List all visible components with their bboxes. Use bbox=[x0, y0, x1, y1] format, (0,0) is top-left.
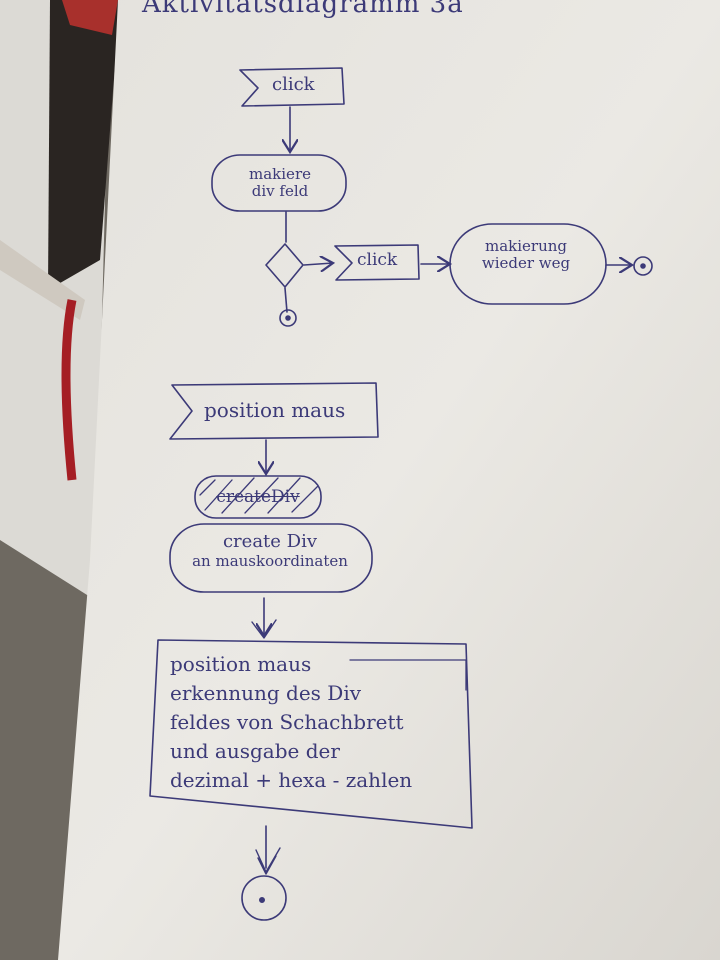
final-node-1-ring bbox=[279, 309, 297, 327]
action-markiere-label: makiere div feld bbox=[249, 165, 311, 201]
action-weg-line-1: makierung bbox=[484, 237, 568, 255]
final-node-2-ring bbox=[633, 256, 653, 276]
line-decision-to-end bbox=[284, 287, 288, 313]
box-underline-stroke bbox=[349, 659, 467, 691]
arrowhead-end bbox=[255, 847, 281, 875]
struck-action-shape bbox=[194, 475, 322, 519]
arrow-decision-to-click bbox=[303, 263, 333, 265]
position-line-4: und ausgabe der bbox=[170, 739, 340, 763]
action-weg-shape bbox=[449, 223, 607, 305]
book-cover-red bbox=[62, 0, 118, 35]
action-weg-line-2: wieder weg bbox=[481, 254, 571, 273]
signal-click-top-label: click bbox=[272, 74, 315, 95]
action-markiere-line-1: makiere bbox=[249, 165, 311, 183]
pen bbox=[0, 240, 85, 320]
signal-click-right-label: click bbox=[357, 250, 398, 270]
action-create-div-label: create Div an mauskoordinaten bbox=[192, 531, 348, 570]
action-position-maus-label: position maus erkennung des Div feldes v… bbox=[170, 650, 412, 795]
action-position-maus-shape bbox=[149, 639, 473, 829]
action-markiere-line-2: div feld bbox=[251, 182, 309, 201]
final-node-1-dot bbox=[285, 315, 291, 321]
position-line-5: dezimal + hexa - zahlen bbox=[170, 768, 413, 792]
signal-click-right-shape bbox=[334, 244, 420, 281]
position-line-1: position maus bbox=[170, 652, 312, 676]
final-node-3-dot bbox=[258, 896, 265, 903]
action-markiere-shape bbox=[211, 154, 347, 212]
strike-hatching bbox=[199, 477, 319, 514]
bookmark-ribbon bbox=[61, 299, 77, 481]
final-node-2-dot bbox=[640, 263, 646, 269]
action-create-div-shape bbox=[169, 523, 373, 593]
action-weg-label: makierung wieder weg bbox=[481, 237, 571, 273]
book-cover bbox=[48, 0, 120, 290]
action-create-div-line-1: create Div bbox=[222, 531, 318, 552]
signal-click-top-shape bbox=[239, 67, 345, 107]
signal-position-maus-label: position maus bbox=[204, 398, 346, 422]
position-line-2: erkennung des Div bbox=[170, 681, 362, 705]
struck-action-label: createDiv bbox=[216, 487, 300, 507]
position-line-3: feldes von Schachbrett bbox=[170, 710, 404, 734]
action-create-div-line-2: an mauskoordinaten bbox=[192, 551, 348, 570]
arrowhead-double bbox=[251, 619, 277, 639]
paper-sheet bbox=[58, 0, 720, 960]
signal-position-maus-shape bbox=[169, 382, 379, 440]
decision-diamond bbox=[265, 243, 304, 288]
diagram-title: Aktivitätsdiagramm 3a bbox=[142, 0, 464, 19]
final-node-3-ring bbox=[241, 875, 287, 921]
